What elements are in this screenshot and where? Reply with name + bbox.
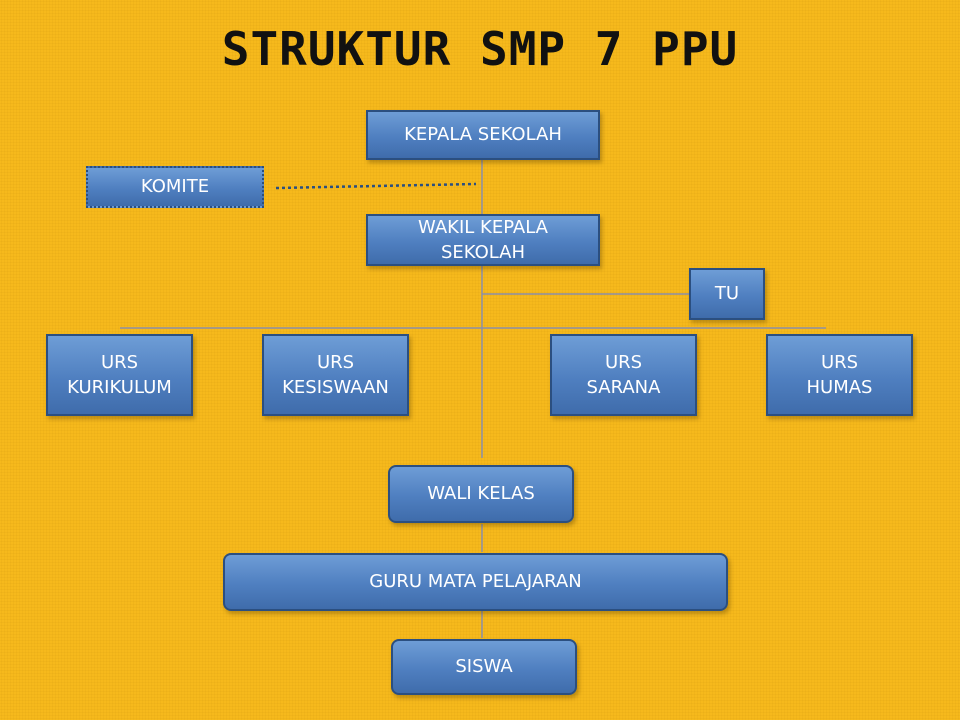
node-urs-kesiswaan: URS KESISWAAN bbox=[262, 334, 409, 416]
node-label: WAKIL KEPALA SEKOLAH bbox=[418, 216, 548, 263]
node-label: KOMITE bbox=[140, 176, 210, 198]
node-label: URS HUMAS bbox=[806, 351, 873, 398]
node-urs-kurikulum: URS KURIKULUM bbox=[46, 334, 193, 416]
node-label: URS KURIKULUM bbox=[67, 351, 172, 398]
node-label: WALI KELAS bbox=[427, 483, 535, 505]
node-label: URS KESISWAAN bbox=[282, 351, 389, 398]
connector-komite bbox=[275, 182, 477, 190]
node-komite: KOMITE bbox=[86, 166, 264, 208]
node-urs-humas: URS HUMAS bbox=[766, 334, 913, 416]
node-label: URS SARANA bbox=[586, 351, 661, 398]
node-tu: TU bbox=[689, 268, 765, 320]
node-guru-mata-pelajaran: GURU MATA PELAJARAN bbox=[223, 553, 728, 611]
node-wakil-kepala-sekolah: WAKIL KEPALA SEKOLAH bbox=[366, 214, 600, 266]
node-label: SISWA bbox=[455, 656, 513, 678]
node-label: GURU MATA PELAJARAN bbox=[369, 571, 582, 593]
node-wali-kelas: WALI KELAS bbox=[388, 465, 574, 523]
page-title: STRUKTUR SMP 7 PPU bbox=[221, 22, 739, 76]
node-urs-sarana: URS SARANA bbox=[550, 334, 697, 416]
node-label: TU bbox=[714, 283, 740, 305]
node-kepala-sekolah: KEPALA SEKOLAH bbox=[366, 110, 600, 160]
node-label: KEPALA SEKOLAH bbox=[404, 124, 562, 146]
node-siswa: SISWA bbox=[391, 639, 577, 695]
